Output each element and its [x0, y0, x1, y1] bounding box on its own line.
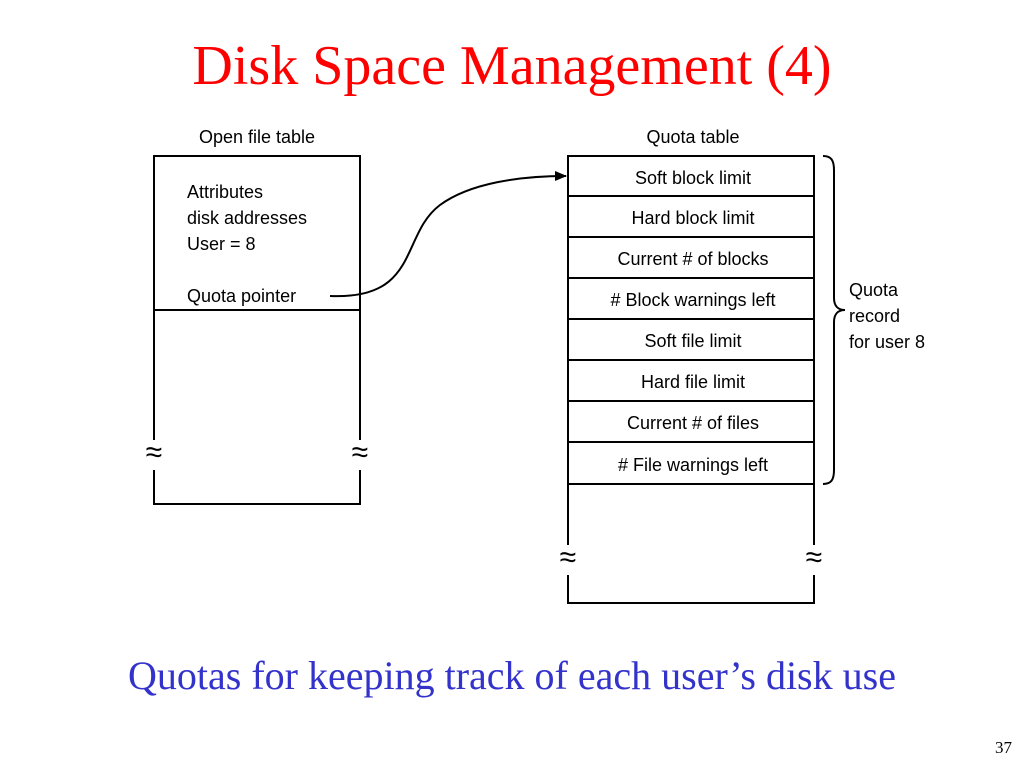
quota-pointer-arrow: [329, 171, 567, 298]
quota-row-current-files: Current # of files: [627, 413, 759, 433]
open-file-table: [153, 155, 361, 505]
quota-row-current-blocks: Current # of blocks: [617, 249, 768, 269]
quota-row-hard-file-limit: Hard file limit: [641, 372, 745, 392]
slide-caption: Quotas for keeping track of each user’s …: [128, 653, 896, 698]
quota-table: [567, 155, 815, 604]
quota-row-soft-file-limit: Soft file limit: [644, 331, 741, 351]
quota-row-block-warnings: # Block warnings left: [610, 290, 775, 310]
break-symbol-icon: ≈: [806, 541, 822, 574]
page-number: 37: [995, 738, 1012, 757]
quota-table-heading: Quota table: [646, 127, 739, 147]
quota-record-brace-icon: [822, 155, 846, 485]
open-file-table-heading: Open file table: [199, 127, 315, 147]
quota-row-hard-block-limit: Hard block limit: [631, 208, 754, 228]
quota-row-file-warnings: # File warnings left: [618, 455, 768, 475]
quota-record-label-line: Quota: [849, 280, 899, 300]
open-file-entry-line: disk addresses: [187, 208, 307, 228]
break-symbol-icon: ≈: [146, 436, 162, 469]
quota-row-soft-block-limit: Soft block limit: [635, 168, 751, 188]
quota-record-label-line: for user 8: [849, 332, 925, 352]
open-file-entry-line: User = 8: [187, 234, 256, 254]
break-symbol-icon: ≈: [352, 436, 368, 469]
open-file-entry-line: Attributes: [187, 182, 263, 202]
break-symbol-icon: ≈: [560, 541, 576, 574]
slide-title: Disk Space Management (4): [192, 35, 832, 97]
quota-pointer-label: Quota pointer: [187, 286, 296, 306]
quota-record-label-line: record: [849, 306, 900, 326]
